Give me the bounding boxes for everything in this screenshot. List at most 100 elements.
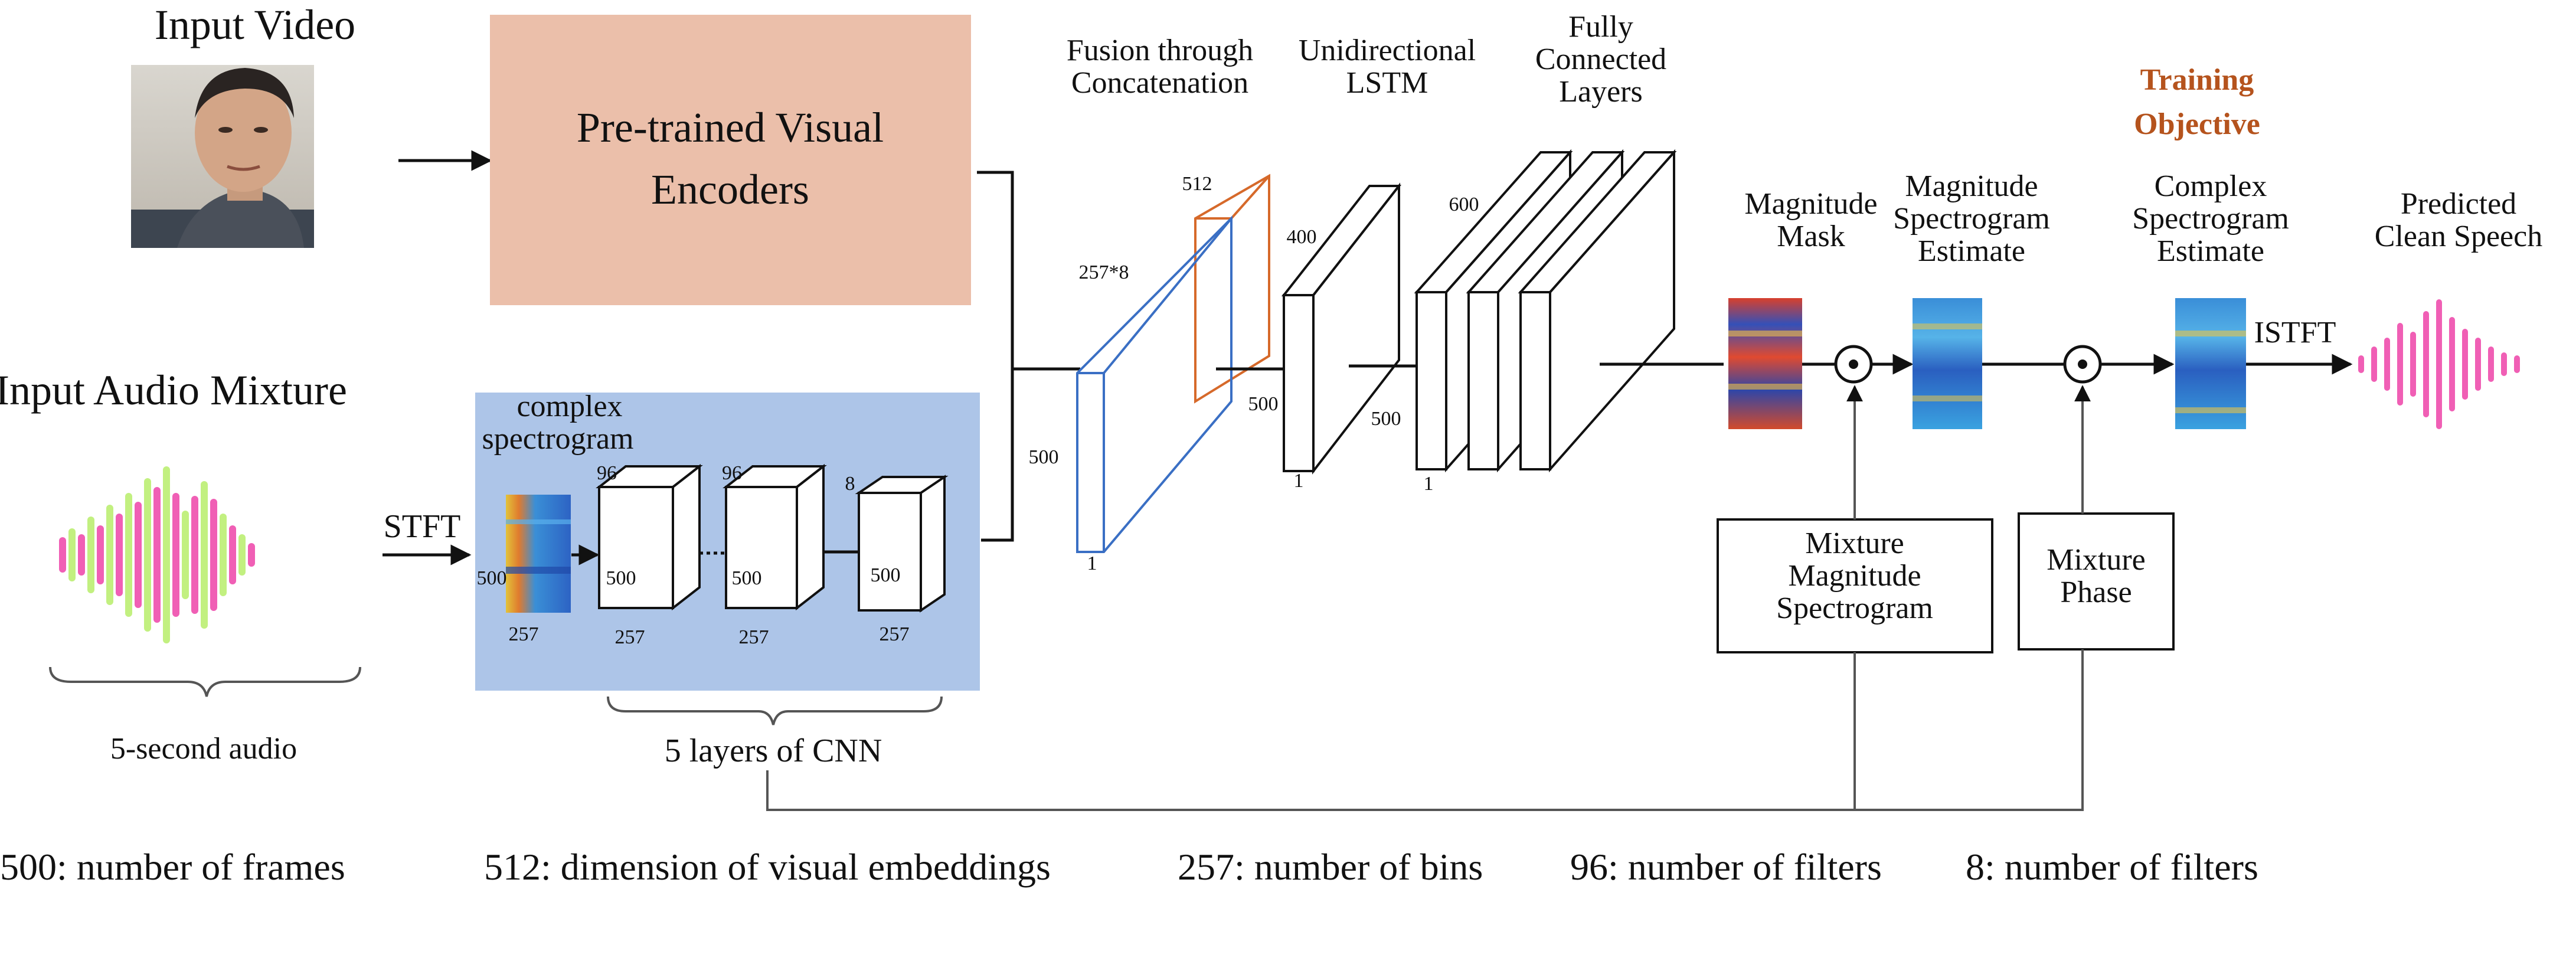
output-waveform <box>2358 299 2520 429</box>
waveform-bar <box>2462 329 2468 400</box>
waveform-bar <box>2384 338 2390 391</box>
waveform-bar <box>220 514 227 596</box>
feedback-line <box>766 649 2084 811</box>
waveform-bar <box>2410 332 2416 397</box>
complex-spectrogram-line-2: spectrogram <box>482 422 633 456</box>
cnn-brace <box>607 696 943 725</box>
waveform-bar <box>106 505 113 605</box>
waveform-bar <box>2423 311 2429 417</box>
stft-label: STFT <box>384 508 461 545</box>
mixture-phase-box <box>2018 512 2175 651</box>
waveform-bar <box>116 514 123 596</box>
predicted-line-1: Predicted <box>2401 187 2516 221</box>
waveform-bar <box>172 493 179 617</box>
waveform-bar <box>229 525 236 584</box>
lstm-top-dim: 400 <box>1287 226 1317 248</box>
legend-bins: 257: number of bins <box>1178 846 1483 888</box>
complex-estimate-line-1: Complex <box>2155 169 2267 203</box>
waveform-bar <box>2449 317 2455 411</box>
complex-spectrogram-line-1: complex <box>516 390 622 423</box>
cnn-block-3 <box>855 475 949 613</box>
lstm-line-1: Unidirectional <box>1299 34 1476 67</box>
cnn-caption: 5 layers of CNN <box>665 733 882 769</box>
waveform-bar <box>2475 338 2481 391</box>
waveform-bar <box>191 496 198 614</box>
training-line-2: Objective <box>2134 107 2260 141</box>
magnitude-estimate-image <box>1913 298 1982 429</box>
fusion-right-dim: 500 <box>1248 393 1279 415</box>
complex-estimate-line-2: Spectrogram <box>2132 202 2289 236</box>
legend-filters-96: 96: number of filters <box>1570 846 1882 888</box>
waveform-bar <box>238 534 246 576</box>
waveform-bar <box>153 487 161 623</box>
fusion-w-dim: 1 <box>1087 553 1097 574</box>
cnn3-w-label: 257 <box>880 623 910 645</box>
mixture-magnitude-line-2: Magnitude <box>1788 559 1921 593</box>
fc-top-dim: 600 <box>1449 194 1479 215</box>
waveform-bar <box>210 499 217 611</box>
waveform-bar <box>87 517 94 593</box>
magnitude-mask-line-1: Magnitude <box>1744 187 1877 221</box>
mixture-magnitude-line-1: Mixture <box>1805 527 1904 560</box>
magnitude-mask-image <box>1728 298 1802 429</box>
complex-estimate-line-3: Estimate <box>2157 234 2264 268</box>
waveform-bar <box>2397 323 2403 406</box>
waveform-bar <box>201 481 208 629</box>
input-audio-label: Input Audio Mixture <box>0 367 347 414</box>
predicted-line-2: Clean Speech <box>2375 220 2542 253</box>
fc-line-3: Layers <box>1559 75 1642 109</box>
waveform-bar <box>135 502 142 608</box>
istft-label: ISTFT <box>2254 316 2336 349</box>
fusion-slab <box>1076 174 1270 553</box>
complex-estimate-image <box>2175 298 2246 429</box>
waveform-bar <box>2371 347 2377 382</box>
waveform-bar <box>2514 355 2520 373</box>
fusion-h-dim: 500 <box>1029 446 1059 468</box>
magnitude-estimate-line-1: Magnitude <box>1905 169 2038 203</box>
fusion-line-2: Concatenation <box>1071 66 1248 100</box>
waveform-bar <box>144 478 151 632</box>
cnn2-w-label: 257 <box>739 626 769 648</box>
waveform-bar <box>2488 347 2494 382</box>
legend-visual: 512: dimension of visual embeddings <box>484 846 1051 888</box>
multiply-icon-1 <box>1834 345 1873 384</box>
visual-encoder-box <box>490 15 971 305</box>
visual-encoder-line-1: Pre-trained Visual <box>577 104 884 151</box>
waveform-bar <box>125 493 132 617</box>
legend-frames: 500: number of frames <box>0 846 345 888</box>
cnn1-w-label: 257 <box>615 626 645 648</box>
cnn-block-2 <box>723 463 827 611</box>
waveform-bar <box>2358 355 2364 373</box>
lstm-line-2: LSTM <box>1346 66 1428 100</box>
waveform-bar <box>59 537 66 573</box>
lstm-depth-dim: 500 <box>1371 408 1401 430</box>
mixture-magnitude-box <box>1717 518 1993 653</box>
cnn1-filters-label: 96 <box>597 462 617 484</box>
audio-brace <box>49 666 361 697</box>
fusion-orange-dim: 512 <box>1182 173 1212 195</box>
fc-line-1: Fully <box>1568 10 1633 44</box>
training-line-1: Training <box>2140 63 2254 97</box>
waveform-bar <box>68 528 76 581</box>
cnn2-h-label: 500 <box>732 567 762 589</box>
lstm-slab <box>1281 182 1402 475</box>
magnitude-estimate-line-2: Spectrogram <box>1893 202 2050 236</box>
spec-w-label: 257 <box>509 623 539 645</box>
cnn3-filters-label: 8 <box>845 473 855 495</box>
magnitude-estimate-line-3: Estimate <box>1918 234 2025 268</box>
fc-line-2: Connected <box>1535 43 1666 76</box>
fc-slab-3 <box>1518 149 1677 473</box>
lstm-w-dim: 1 <box>1294 470 1304 492</box>
cnn3-h-label: 500 <box>871 564 901 586</box>
input-spectrogram-image <box>506 495 571 613</box>
input-video-label: Input Video <box>155 1 355 48</box>
waveform-bar <box>248 543 255 567</box>
magnitude-mask-line-2: Mask <box>1777 220 1845 253</box>
legend-filters-8: 8: number of filters <box>1966 846 2258 888</box>
mixture-phase-line-2: Phase <box>2060 576 2132 609</box>
waveform-bar <box>97 525 104 584</box>
input-waveform <box>59 466 255 643</box>
spec-h-label: 500 <box>477 567 507 589</box>
